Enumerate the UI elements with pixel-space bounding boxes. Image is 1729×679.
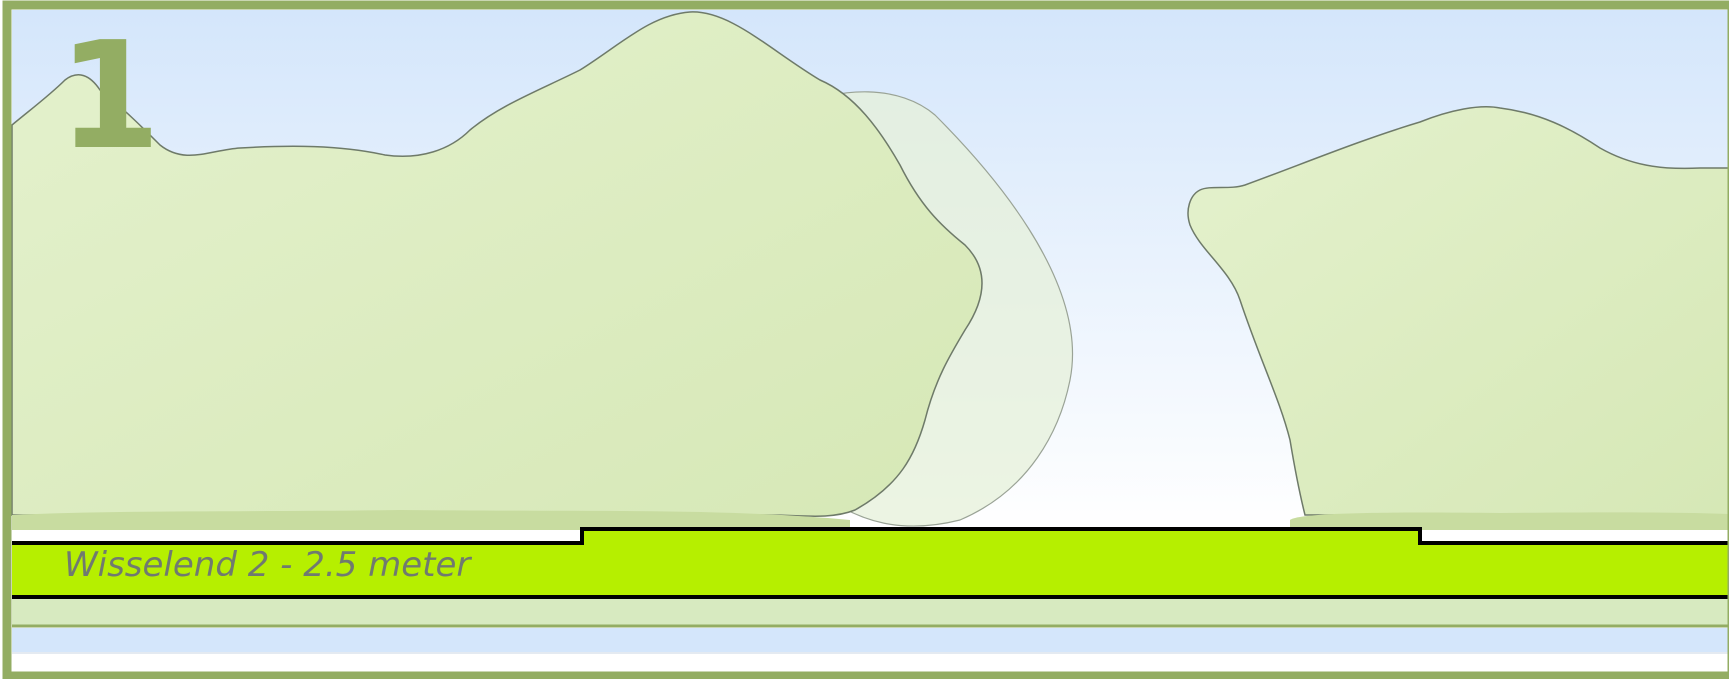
shrub-left-icon bbox=[11, 11, 983, 517]
water-strip bbox=[12, 628, 1729, 652]
shrub-right-icon bbox=[1187, 106, 1729, 516]
hedge-outline-top bbox=[12, 527, 1729, 545]
ground-strip-left bbox=[12, 510, 850, 530]
hedge-band bbox=[12, 529, 1729, 597]
panel-number: 1 bbox=[58, 10, 161, 182]
hedge-height-label: Wisselend 2 - 2.5 meter bbox=[64, 545, 471, 585]
verge-strip bbox=[12, 599, 1729, 626]
ground-strip-right bbox=[1290, 512, 1729, 530]
